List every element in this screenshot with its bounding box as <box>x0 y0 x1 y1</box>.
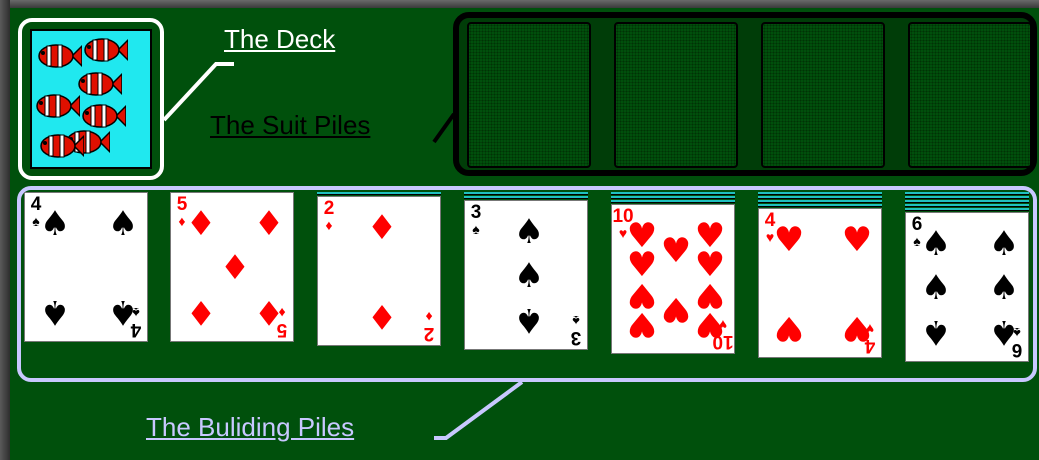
face-down-card-edge <box>611 200 735 203</box>
spade-pip-icon: ♠ <box>919 271 953 305</box>
heart-pip-icon: ♥ <box>625 307 659 341</box>
face-down-card-edge <box>611 196 735 199</box>
heart-pip-icon: ♥ <box>772 223 806 257</box>
card-index-top: 3♠ <box>466 203 486 236</box>
spade-pip-icon: ♠ <box>512 215 546 249</box>
heart-pip-icon: ♥ <box>693 307 727 341</box>
face-down-card-edge <box>758 192 882 195</box>
face-down-card-edge <box>758 200 882 203</box>
heart-pip-icon: ♥ <box>659 234 693 268</box>
diamond-pip-icon: ♦ <box>184 207 218 241</box>
diamond-icon: ♦ <box>325 218 332 232</box>
spade-pip-icon: ♠ <box>512 303 546 337</box>
spade-pip-icon: ♠ <box>987 227 1021 261</box>
spade-icon: ♠ <box>572 314 579 328</box>
heart-pip-icon: ♥ <box>840 311 874 345</box>
diamond-pip-icon: ♦ <box>218 251 252 285</box>
window-frame-left <box>0 0 10 460</box>
card-rank: 3 <box>471 203 482 222</box>
diamond-pip-icon: ♦ <box>252 207 286 241</box>
building-piles-pointer-line <box>430 376 530 446</box>
heart-pip-icon: ♥ <box>840 223 874 257</box>
diamond-pip-icon: ♦ <box>365 211 399 245</box>
face-down-card-edge <box>464 192 588 195</box>
face-down-card-edge <box>758 204 882 207</box>
clownfish-icon <box>38 131 84 161</box>
building-pile-1-top-card[interactable]: 4♠4♠♠♠♠♠ <box>24 192 148 342</box>
diamond-pip-icon: ♦ <box>365 299 399 333</box>
building-pile-3-top-card[interactable]: 2♦2♦♦♦ <box>317 196 441 346</box>
heart-pip-icon: ♥ <box>772 311 806 345</box>
card-rank: 3 <box>571 328 582 347</box>
spade-pip-icon: ♠ <box>987 271 1021 305</box>
clownfish-icon <box>34 91 80 121</box>
window-frame-top <box>0 0 1039 8</box>
face-down-card-edge <box>758 196 882 199</box>
spade-pip-icon: ♠ <box>106 207 140 241</box>
card-rank: 2 <box>424 324 435 343</box>
spade-pip-icon: ♠ <box>38 207 72 241</box>
deck-label: The Deck <box>224 24 335 54</box>
heart-pip-icon: ♥ <box>659 292 693 326</box>
building-pile-7-top-card[interactable]: 6♠6♠♠♠♠♠♠♠ <box>905 212 1029 362</box>
suit-piles-area <box>453 12 1037 176</box>
clownfish-icon <box>82 35 128 65</box>
suit-pile-4[interactable] <box>908 22 1032 168</box>
building-piles-label: The Buliding Piles <box>146 412 354 442</box>
face-down-card-edge <box>905 208 1029 211</box>
building-pile-6-top-card[interactable]: 4♥4♥♥♥♥♥ <box>758 208 882 358</box>
card-index-bottom: 3♠ <box>566 314 586 347</box>
spade-pip-icon: ♠ <box>919 227 953 261</box>
building-pile-2-top-card[interactable]: 5♦5♦♦♦♦♦♦ <box>170 192 294 342</box>
building-pile-5-top-card[interactable]: 10♥10♥♥♥♥♥♥♥♥♥♥♥ <box>611 204 735 354</box>
spade-pip-icon: ♠ <box>919 315 953 349</box>
face-down-card-edge <box>905 204 1029 207</box>
building-pile-4-top-card[interactable]: 3♠3♠♠♠♠ <box>464 200 588 350</box>
face-down-card-edge <box>317 192 441 195</box>
card-index-top: 2♦ <box>319 199 339 232</box>
suit-pile-2[interactable] <box>614 22 738 168</box>
clownfish-icon <box>36 41 82 71</box>
face-down-card-edge <box>905 196 1029 199</box>
clownfish-icon <box>76 69 122 99</box>
diamond-icon: ♦ <box>425 310 432 324</box>
suit-pile-3[interactable] <box>761 22 885 168</box>
spade-pip-icon: ♠ <box>512 259 546 293</box>
face-down-card-edge <box>464 196 588 199</box>
face-down-card-edge <box>611 192 735 195</box>
suit-piles-label: The Suit Piles <box>210 110 370 140</box>
suit-pile-1[interactable] <box>467 22 591 168</box>
card-index-bottom: 2♦ <box>419 310 439 343</box>
card-rank: 2 <box>324 199 335 218</box>
face-down-card-edge <box>905 200 1029 203</box>
solitaire-table: The Deck The Suit Piles 4♠4♠♠♠♠♠5♦5♦♦♦♦♦… <box>10 8 1039 460</box>
spade-pip-icon: ♠ <box>106 295 140 329</box>
face-down-card-edge <box>905 192 1029 195</box>
diamond-pip-icon: ♦ <box>184 295 218 329</box>
spade-pip-icon: ♠ <box>38 295 72 329</box>
deck-outline <box>18 18 164 180</box>
spade-icon: ♠ <box>472 222 479 236</box>
deck-stock[interactable] <box>30 29 152 169</box>
diamond-pip-icon: ♦ <box>252 295 286 329</box>
spade-pip-icon: ♠ <box>987 315 1021 349</box>
